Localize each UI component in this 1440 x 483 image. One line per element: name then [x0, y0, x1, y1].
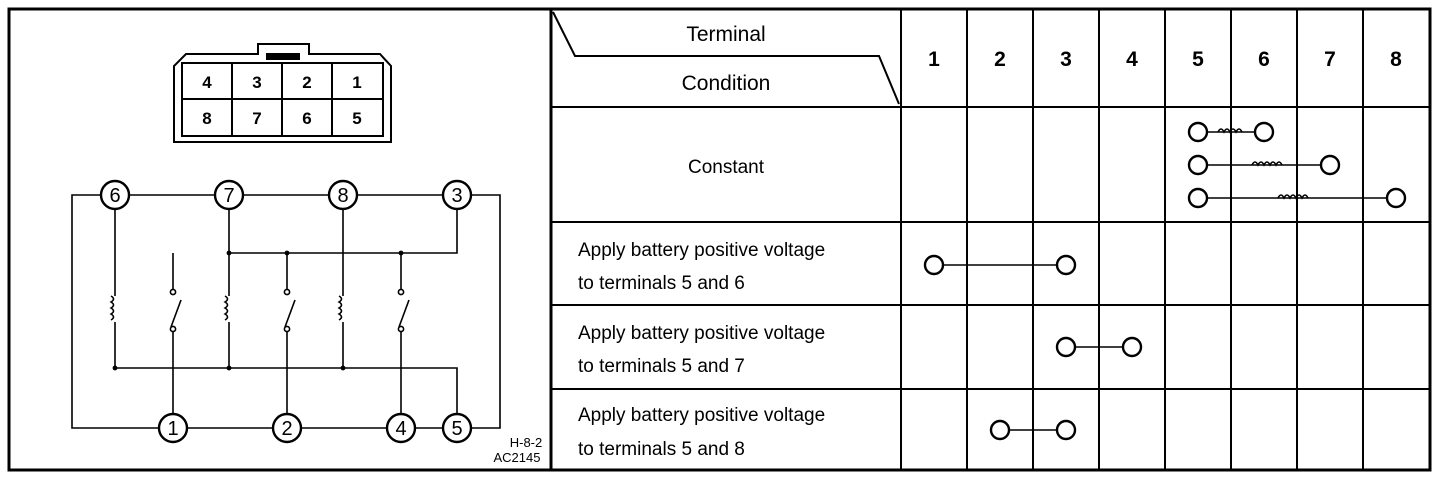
terminal-label-top-2: 7: [223, 185, 234, 207]
coil-icon: [109, 295, 115, 321]
condition-row3-line1: Apply battery positive voltage: [578, 323, 825, 344]
coil-icon: [337, 295, 343, 321]
connector-pin-bottom-1: 8: [202, 109, 211, 128]
header-condition: Condition: [682, 72, 771, 95]
terminal-label-bottom-2: 2: [281, 418, 292, 440]
connector-pin-bottom-2: 7: [252, 109, 261, 128]
condition-row2-line2: to terminals 5 and 6: [578, 273, 745, 294]
relay-schematic: 6 7 8 3 1 2 4 5 H-8-2 AC2145: [71, 179, 543, 465]
connector-pin-top-4: 1: [352, 73, 361, 92]
header-terminal: Terminal: [686, 23, 765, 46]
diagram-code-1: H-8-2: [510, 435, 543, 450]
coil-icon: [223, 295, 229, 321]
switch-icon: [398, 299, 410, 328]
terminal-label-bottom-4: 5: [451, 418, 462, 440]
terminal-label-bottom-1: 1: [167, 418, 178, 440]
condition-row4-line1: Apply battery positive voltage: [578, 405, 825, 426]
terminal-header-8: 8: [1390, 48, 1402, 71]
condition-constant: Constant: [688, 157, 765, 178]
connector-pin-top-1: 4: [202, 73, 212, 92]
condition-row3-line2: to terminals 5 and 7: [578, 356, 745, 377]
terminal-header-7: 7: [1324, 48, 1336, 71]
terminal-label-top-3: 8: [337, 185, 348, 207]
coil-icon: [1251, 161, 1283, 167]
continuity-constant: [1187, 121, 1407, 209]
terminal-header-4: 4: [1126, 48, 1138, 71]
terminal-label-top-1: 6: [109, 185, 120, 207]
continuity-table: Terminal Condition 1 2 3 4 5 6 7 8 Const…: [551, 9, 1430, 470]
outer-frame: [7, 7, 1432, 472]
terminal-header-3: 3: [1060, 48, 1072, 71]
terminal-header-6: 6: [1258, 48, 1270, 71]
terminal-header-1: 1: [928, 48, 940, 71]
terminal-label-top-4: 3: [451, 185, 462, 207]
connector-pin-bottom-4: 5: [352, 109, 361, 128]
connector-face: 4 3 2 1 8 7 6 5: [173, 43, 392, 143]
connector-pin-bottom-3: 6: [302, 109, 311, 128]
terminal-label-bottom-3: 4: [395, 418, 406, 440]
connector-pin-top-3: 2: [302, 73, 311, 92]
continuity-row3: [1055, 336, 1143, 358]
terminal-header-5: 5: [1192, 48, 1204, 71]
condition-row4-line2: to terminals 5 and 8: [578, 439, 745, 460]
continuity-row2: [923, 254, 1077, 276]
coil-icon: [1277, 194, 1309, 200]
terminal-header-2: 2: [994, 48, 1006, 71]
switch-icon: [170, 299, 182, 328]
continuity-row4: [989, 419, 1077, 441]
condition-row2-line1: Apply battery positive voltage: [578, 240, 825, 261]
switch-icon: [284, 299, 296, 328]
connector-pin-top-2: 3: [252, 73, 261, 92]
coil-icon: [1217, 128, 1243, 134]
diagram-code-2: AC2145: [494, 450, 541, 465]
